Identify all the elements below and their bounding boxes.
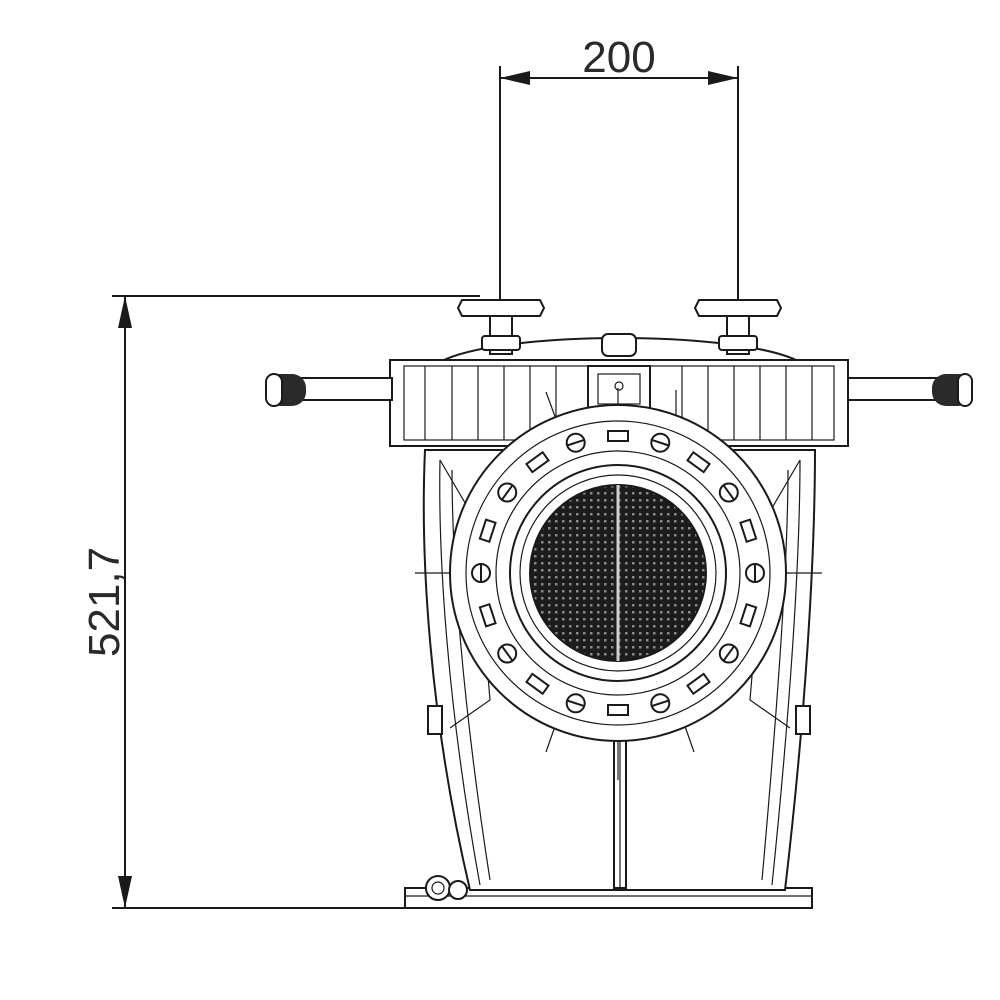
handle-right	[847, 373, 973, 407]
flange-bolt-icon	[686, 672, 711, 696]
flange-bolt-ring	[471, 430, 765, 716]
knob-left	[456, 299, 546, 355]
flange-bolt-icon	[718, 482, 739, 503]
lid-ribs	[424, 366, 813, 440]
side-bolt-right-icon	[795, 705, 811, 735]
flange-bolt-icon	[525, 672, 550, 696]
width-label: 200	[582, 33, 655, 82]
lid-assembly	[389, 333, 849, 447]
arrow-down-icon	[118, 876, 132, 908]
width-dimension: 200	[499, 33, 739, 300]
flange-bolt-icon	[525, 450, 550, 474]
inlet-flange	[449, 404, 787, 742]
lid-clip	[587, 365, 651, 411]
knob-right	[693, 299, 783, 355]
flange-bolt-icon	[478, 602, 497, 628]
flange-bolt-icon	[650, 432, 671, 453]
flange-bolt-icon	[686, 450, 711, 474]
height-label: 521,7	[80, 547, 129, 657]
flange-bolt-icon	[718, 643, 739, 664]
flange-bolt-icon	[478, 518, 497, 544]
flange-bolt-icon	[739, 518, 758, 544]
flange-bolt-icon	[565, 693, 586, 714]
handle-left	[265, 373, 393, 407]
arrow-right-icon	[708, 71, 738, 85]
arrow-up-icon	[118, 296, 132, 328]
flange-bolt-icon	[650, 693, 671, 714]
base-bolt-icon	[425, 875, 451, 901]
side-bolt-left-icon	[427, 705, 443, 735]
flange-bolt-icon	[607, 704, 629, 716]
flange-bolt-icon	[497, 643, 518, 664]
flange-bolt-icon	[739, 602, 758, 628]
flange-bolt-icon	[745, 563, 765, 583]
arrow-left-icon	[500, 71, 530, 85]
flange-bolt-icon	[565, 432, 586, 453]
flange-bolt-icon	[497, 482, 518, 503]
flange-bolt-icon	[471, 563, 491, 583]
flange-bolt-icon	[607, 430, 629, 442]
